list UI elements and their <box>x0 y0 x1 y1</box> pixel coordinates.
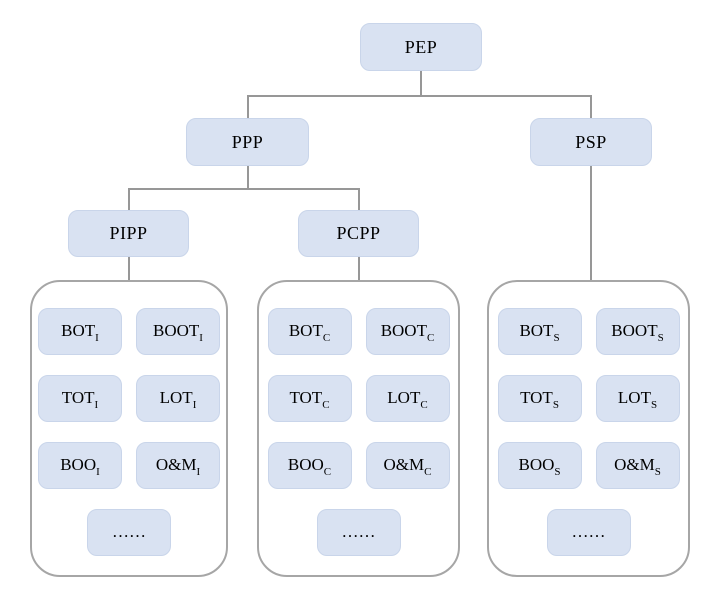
contract-label: LOT <box>159 388 193 407</box>
node-pep: PEP <box>360 23 482 71</box>
group-pipp-contracts: BOTI BOOTI TOTI LOTI BOOI O&MI …… <box>30 280 228 577</box>
contract-item: BOOTS <box>595 308 680 355</box>
group-pcpp-contracts: BOTC BOOTC TOTC LOTC BOOC O&MC …… <box>257 280 460 577</box>
contract-subscript: S <box>553 332 560 344</box>
contract-item: TOTI <box>38 375 122 422</box>
contract-item: BOOS <box>497 442 582 489</box>
contract-label: BOOT <box>611 321 658 340</box>
connector-level1-bar <box>247 95 592 97</box>
contract-subscript: C <box>420 399 428 411</box>
connector-pipp-stem <box>128 257 130 281</box>
contract-subscript: S <box>552 399 559 411</box>
contract-subscript: I <box>94 399 99 411</box>
contract-subscript: S <box>654 466 661 478</box>
contract-subscript: C <box>426 332 435 344</box>
node-ppp: PPP <box>186 118 309 166</box>
node-pipp: PIPP <box>68 210 189 257</box>
contract-subscript: S <box>657 332 664 344</box>
contract-item: LOTC <box>365 375 450 422</box>
contract-label: BOOT <box>380 321 427 340</box>
node-psp: PSP <box>530 118 652 166</box>
contract-subscript: I <box>196 466 201 478</box>
contract-label: BOO <box>287 455 324 474</box>
contract-label: O&M <box>155 455 197 474</box>
connector-pcpp-stem <box>358 257 360 281</box>
contract-label: LOT <box>387 388 421 407</box>
connector-level2-bar <box>128 188 360 190</box>
contract-subscript: C <box>322 332 331 344</box>
contract-item-ellipsis: …… <box>316 509 401 556</box>
contract-subscript: I <box>96 466 100 478</box>
contract-subscript: I <box>192 399 197 411</box>
contract-subscript: C <box>322 399 330 411</box>
group-psp-contracts: BOTS BOOTS TOTS LOTS BOOS O&MS …… <box>487 280 690 577</box>
contract-item-ellipsis: …… <box>87 509 171 556</box>
contract-item: TOTC <box>267 375 352 422</box>
contract-item-ellipsis: …… <box>546 509 631 556</box>
contract-item: LOTI <box>136 375 220 422</box>
contract-label: BOT <box>288 321 323 340</box>
contract-item: O&MS <box>595 442 680 489</box>
connector-psp-stem <box>590 166 592 281</box>
contract-subscript: I <box>199 332 203 344</box>
contract-item: O&MC <box>365 442 450 489</box>
connector-pep-stem <box>420 71 422 96</box>
node-pcpp: PCPP <box>298 210 419 257</box>
contract-item: O&MI <box>136 442 220 489</box>
contract-item: BOOC <box>267 442 352 489</box>
contract-label: …… <box>112 522 146 541</box>
contract-label: LOT <box>617 388 651 407</box>
contract-item: BOOTI <box>136 308 220 355</box>
connector-ppp-stem <box>247 166 249 190</box>
contract-item: BOTS <box>497 308 582 355</box>
contract-label: O&M <box>383 455 425 474</box>
connector-psp-drop <box>590 95 592 119</box>
contract-label: BOT <box>519 321 554 340</box>
contract-label: TOT <box>520 388 553 407</box>
connector-pipp-drop <box>128 188 130 211</box>
connector-pcpp-drop <box>358 188 360 211</box>
contract-subscript: I <box>95 332 99 344</box>
contract-label: BOO <box>518 455 555 474</box>
contract-subscript: C <box>424 466 432 478</box>
contract-subscript: S <box>650 399 658 411</box>
contract-label: BOO <box>60 455 97 474</box>
contract-label: TOT <box>289 388 323 407</box>
contract-item: LOTS <box>595 375 680 422</box>
contract-label: BOT <box>61 321 96 340</box>
contract-subscript: C <box>323 466 332 478</box>
contract-label: O&M <box>614 455 655 474</box>
contract-label: TOT <box>61 388 95 407</box>
contract-label: BOOT <box>153 321 200 340</box>
contract-subscript: S <box>554 466 561 478</box>
contract-item: TOTS <box>497 375 582 422</box>
contract-item: BOOI <box>38 442 122 489</box>
contract-label: …… <box>571 522 606 541</box>
contract-label: …… <box>341 522 376 541</box>
contract-item: BOOTC <box>365 308 450 355</box>
contract-item: BOTI <box>38 308 122 355</box>
contract-item: BOTC <box>267 308 352 355</box>
connector-ppp-drop <box>247 95 249 119</box>
